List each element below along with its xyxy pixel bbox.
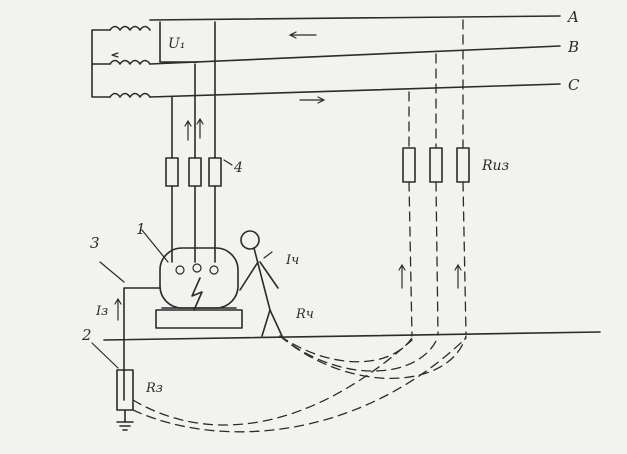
current-arrows-feed: [184, 117, 204, 141]
feed-conductors: [171, 21, 216, 263]
insulation-resistance-label: Rиз: [481, 158, 509, 174]
fault-current-arrow: [114, 297, 122, 321]
phase-line-c: [149, 83, 561, 98]
leader-3: [99, 261, 125, 283]
grounding-conductor: [123, 287, 161, 401]
voltage-label: U₁: [168, 36, 185, 52]
earth-current-paths: [132, 335, 467, 433]
leader-1: [141, 229, 169, 263]
equipment-label: 1: [136, 220, 146, 238]
ground-resistance-label: Rз: [145, 381, 163, 396]
phase-line-b: [149, 45, 561, 65]
phase-label-b: B: [567, 38, 579, 56]
human-figure: [239, 230, 283, 337]
ground-resistor: [116, 369, 134, 411]
grounding-conductor-label: 2: [81, 326, 92, 344]
leader-2: [91, 342, 119, 369]
human-current-arrow: [263, 251, 273, 259]
phase-label-a: A: [566, 8, 579, 26]
arrow-line-a: [288, 31, 317, 39]
insulation-resistors: [402, 19, 470, 337]
human-resistance-label: Rч: [295, 307, 314, 322]
fuses: [165, 157, 233, 187]
phase-line-a: [149, 15, 561, 21]
fuse-label: 4: [233, 160, 243, 176]
leakage-current-arrows: [398, 263, 462, 289]
ground-surface: [103, 331, 601, 341]
earth-icon: [116, 409, 134, 431]
transformer-windings: [91, 25, 151, 98]
fault-spark-icon: [191, 277, 203, 311]
phase-label-c: C: [568, 76, 580, 94]
fault-current-label: Iз: [95, 304, 108, 319]
human-current-label: Iч: [285, 253, 299, 268]
arrow-line-c: [299, 96, 326, 104]
voltage-frame: [159, 21, 199, 63]
housing-tap-label: 3: [90, 234, 100, 252]
equipment-motor: [155, 247, 243, 329]
